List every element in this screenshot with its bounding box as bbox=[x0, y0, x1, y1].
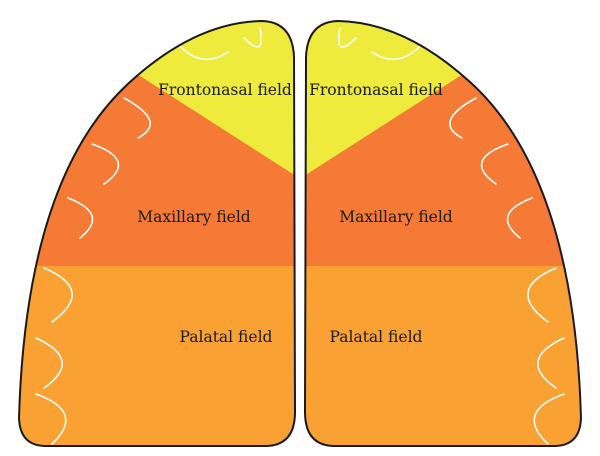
scallop-mark bbox=[91, 143, 120, 185]
right-palatal-region bbox=[305, 265, 581, 446]
palatal-field-label-right: Palatal field bbox=[330, 328, 423, 346]
scallop-mark bbox=[67, 197, 94, 239]
palatal-field-label-left: Palatal field bbox=[180, 328, 273, 346]
maxillary-field-label-left: Maxillary field bbox=[137, 208, 251, 226]
scallop-mark bbox=[480, 143, 509, 185]
left-palatal-region bbox=[19, 265, 295, 446]
scallop-mark bbox=[527, 267, 557, 323]
maxillary-field-label-right: Maxillary field bbox=[339, 208, 453, 226]
scallop-mark bbox=[35, 393, 67, 445]
scallop-mark bbox=[533, 393, 565, 445]
scallop-mark bbox=[35, 337, 63, 389]
left-outline bbox=[18, 20, 296, 447]
scallop-mark bbox=[337, 27, 357, 48]
scallop-mark bbox=[371, 43, 423, 61]
scallop-mark bbox=[123, 97, 151, 139]
scallop-mark bbox=[43, 267, 73, 323]
right-outline bbox=[304, 20, 582, 447]
scallop-mark bbox=[177, 43, 229, 61]
scallop-mark bbox=[506, 197, 533, 239]
scallop-mark bbox=[449, 97, 477, 139]
frontonasal-field-label-right: Frontonasal field bbox=[309, 81, 443, 99]
frontonasal-field-label-left: Frontonasal field bbox=[158, 81, 292, 99]
scallop-mark bbox=[537, 337, 565, 389]
scallop-mark bbox=[243, 27, 263, 48]
